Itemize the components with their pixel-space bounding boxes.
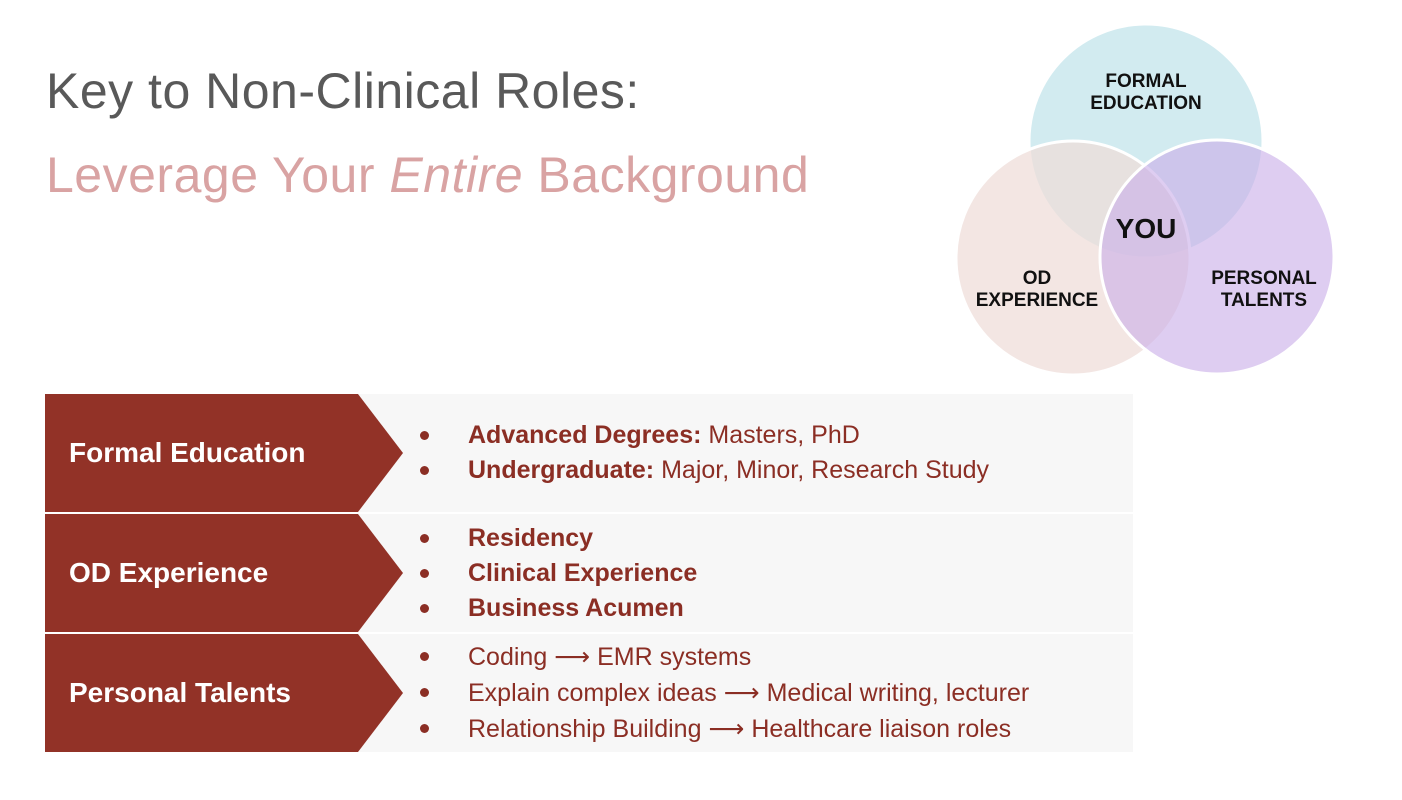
venn-circle-personal-talents xyxy=(1098,138,1336,376)
bullet-list: Coding⟶EMR systems Explain complex ideas… xyxy=(417,634,1125,752)
item-heading: Residency xyxy=(468,523,594,552)
list-item: Business Acumen xyxy=(417,591,1125,626)
long-right-arrow-icon: ⟶ xyxy=(708,714,745,743)
list-item: Clinical Experience xyxy=(417,556,1125,591)
talent-skill: Coding xyxy=(468,643,548,671)
talent-role: Medical writing, lecturer xyxy=(766,679,1030,707)
item-heading: Undergraduate: xyxy=(468,456,655,484)
venn-label-formal-line1: FORMAL xyxy=(1105,71,1187,92)
bullet-list: Advanced Degrees: Masters, PhD Undergrad… xyxy=(417,394,1125,512)
talent-role: EMR systems xyxy=(597,643,752,671)
chevron-label-od-experience: OD Experience xyxy=(45,514,403,632)
venn-label-od-line2: EXPERIENCE xyxy=(976,290,1098,311)
subtitle-text-end: Background xyxy=(523,147,810,203)
item-heading: Clinical Experience xyxy=(468,558,698,587)
row-personal-talents: Personal Talents Coding⟶EMR systems Expl… xyxy=(45,634,1133,752)
row-label: Formal Education xyxy=(69,437,306,468)
subtitle-emphasis: Entire xyxy=(389,147,524,203)
chevron-label-formal-education: Formal Education xyxy=(45,394,403,512)
talent-skill: Relationship Building xyxy=(468,715,702,743)
venn-label-formal-line2: EDUCATION xyxy=(1090,93,1202,114)
row-od-experience: OD Experience Residency Clinical Experie… xyxy=(45,514,1133,632)
venn-label-personal-line2: TALENTS xyxy=(1221,290,1307,311)
item-heading: Business Acumen xyxy=(468,593,684,622)
talent-role: Healthcare liaison roles xyxy=(751,715,1012,743)
row-formal-education: Formal Education Advanced Degrees: Maste… xyxy=(45,394,1133,512)
item-text: Masters, PhD xyxy=(701,421,860,449)
subtitle-text-start: Leverage Your xyxy=(46,147,390,203)
venn-label-od-line1: OD xyxy=(1023,268,1052,289)
venn-diagram: FORMAL EDUCATION OD EXPERIENCE PERSONAL … xyxy=(954,22,1336,377)
list-item: Explain complex ideas⟶Medical writing, l… xyxy=(417,675,1125,711)
venn-center-label: YOU xyxy=(1116,213,1177,244)
page-title: Key to Non-Clinical Roles: xyxy=(46,63,640,119)
chevron-label-personal-talents: Personal Talents xyxy=(45,634,403,752)
long-right-arrow-icon: ⟶ xyxy=(554,642,591,671)
list-item: Coding⟶EMR systems xyxy=(417,639,1125,675)
long-right-arrow-icon: ⟶ xyxy=(723,678,760,707)
list-item: Residency xyxy=(417,521,1125,556)
background-table: Formal Education Advanced Degrees: Maste… xyxy=(45,394,1133,754)
row-label: OD Experience xyxy=(69,557,269,588)
item-text: Major, Minor, Research Study xyxy=(654,456,990,484)
list-item: Undergraduate: Major, Minor, Research St… xyxy=(417,453,1125,488)
bullet-list: Residency Clinical Experience Business A… xyxy=(417,514,1125,632)
item-heading: Advanced Degrees: xyxy=(468,421,702,449)
page-subtitle: Leverage Your Entire Background xyxy=(46,146,809,204)
list-item: Advanced Degrees: Masters, PhD xyxy=(417,418,1125,453)
list-item: Relationship Building⟶Healthcare liaison… xyxy=(417,711,1125,747)
venn-label-personal-line1: PERSONAL xyxy=(1211,268,1317,289)
talent-skill: Explain complex ideas xyxy=(468,679,717,707)
row-label: Personal Talents xyxy=(69,677,292,708)
